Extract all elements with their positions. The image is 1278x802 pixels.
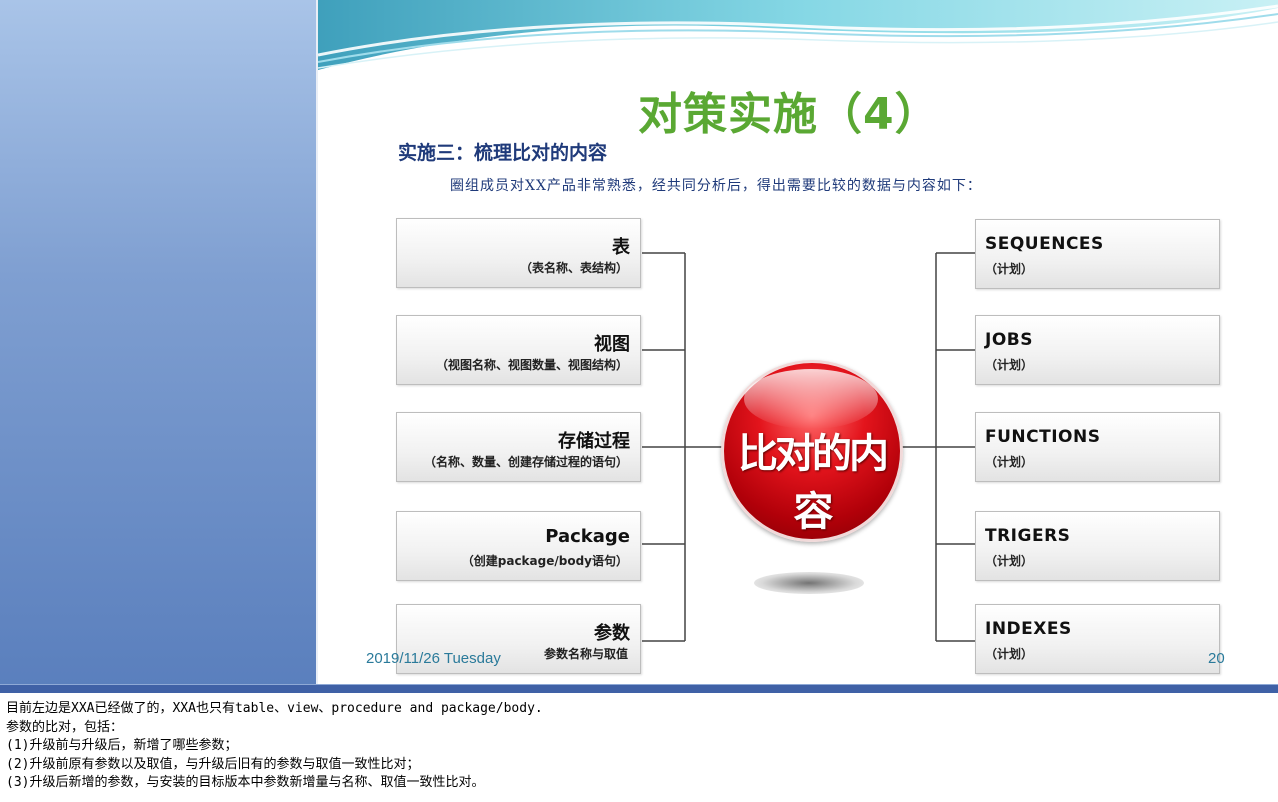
- intro-text: 圈组成员对XX产品非常熟悉，经共同分析后，得出需要比较的数据与内容如下：: [450, 178, 982, 194]
- box-subtitle: （计划）: [985, 358, 1034, 372]
- box-title: SEQUENCES: [985, 234, 1104, 254]
- notes-line: (3)升级后新增的参数，与安装的目标版本中参数新增量与名称、取值一致性比对。: [6, 775, 485, 790]
- content-box-view: 视图 （视图名称、视图数量、视图结构）: [396, 315, 641, 385]
- header-wave-decoration: [318, 0, 1278, 70]
- content-box-procedure: 存储过程 （名称、数量、创建存储过程的语句）: [396, 412, 641, 482]
- box-subtitle: （表名称、表结构）: [519, 261, 628, 275]
- box-title: JOBS: [985, 330, 1033, 350]
- footer-date: 2019/11/26 Tuesday: [366, 650, 501, 667]
- content-box-functions: FUNCTIONS （计划）: [975, 412, 1220, 482]
- center-label: 比对的内容: [738, 431, 889, 535]
- content-box-triggers: TRIGERS （计划）: [975, 511, 1220, 581]
- slide-title: 对策实施（4）: [638, 89, 940, 140]
- connector-lines: [642, 252, 975, 642]
- box-subtitle: （名称、数量、创建存储过程的语句）: [423, 455, 628, 469]
- box-title: INDEXES: [985, 619, 1072, 639]
- box-title: 存储过程: [558, 431, 630, 452]
- content-box-package: Package （创建package/body语句）: [396, 511, 641, 581]
- box-title: 参数: [594, 623, 630, 644]
- content-box-table: 表 （表名称、表结构）: [396, 218, 641, 288]
- content-box-sequences: SEQUENCES （计划）: [975, 219, 1220, 289]
- content-box-parameter: 参数 参数名称与取值: [396, 604, 641, 674]
- box-subtitle: （计划）: [985, 647, 1034, 661]
- content-box-indexes: INDEXES （计划）: [975, 604, 1220, 674]
- page-number: 20: [1208, 650, 1225, 667]
- box-title: 表: [612, 237, 630, 258]
- box-subtitle: （创建package/body语句）: [461, 554, 628, 568]
- slide-canvas: 对策实施（4） 实施三：梳理比对的内容 圈组成员对XX产品非常熟悉，经共同分析后…: [318, 0, 1278, 684]
- box-subtitle: 参数名称与取值: [543, 647, 628, 661]
- content-box-jobs: JOBS （计划）: [975, 315, 1220, 385]
- center-ball: 比对的内容: [721, 360, 903, 542]
- box-title: TRIGERS: [985, 526, 1071, 546]
- box-subtitle: （视图名称、视图数量、视图结构）: [435, 358, 628, 372]
- box-subtitle: （计划）: [985, 554, 1034, 568]
- box-title: 视图: [594, 334, 630, 355]
- notes-line: (2)升级前原有参数以及取值，与升级后旧有的参数与取值一致性比对；: [6, 756, 420, 772]
- box-title: FUNCTIONS: [985, 427, 1101, 447]
- notes-line: 参数的比对，包括：: [6, 719, 124, 735]
- speaker-notes-pane[interactable]: 目前左边是XXA已经做了的，XXA也只有table、view、procedure…: [6, 700, 1266, 793]
- box-subtitle: （计划）: [985, 455, 1034, 469]
- notes-splitter[interactable]: [0, 684, 1278, 693]
- slide-thumbnail-pane: [0, 0, 318, 688]
- notes-line: 目前左边是XXA已经做了的，XXA也只有table、view、procedure…: [6, 701, 543, 716]
- notes-line: (1)升级前与升级后，新增了哪些参数；: [6, 738, 238, 753]
- ball-shadow: [754, 572, 864, 594]
- slide-subtitle: 实施三：梳理比对的内容: [398, 142, 608, 164]
- box-subtitle: （计划）: [985, 262, 1034, 276]
- box-title: Package: [545, 526, 630, 547]
